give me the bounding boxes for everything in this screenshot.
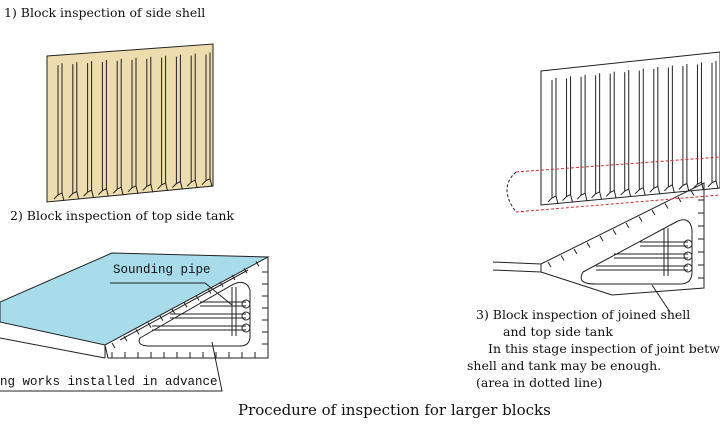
top-side-tank-block xyxy=(0,252,270,392)
step3-line5: (area in dotted line) xyxy=(476,375,603,390)
tick xyxy=(123,335,128,342)
stiffener-foot xyxy=(157,182,169,192)
side-shell-plate xyxy=(46,43,214,203)
step3-line1: 3) Block inspection of joined shell xyxy=(476,307,691,322)
stiffener-foot xyxy=(172,180,183,190)
tick xyxy=(690,190,695,196)
joined-block xyxy=(492,51,720,313)
pipes xyxy=(152,287,251,336)
joined-shell-stiffeners xyxy=(547,60,719,205)
joined-tank-outline xyxy=(492,182,705,296)
joined-shell-plate xyxy=(540,51,720,206)
tick xyxy=(651,209,656,216)
stiffener-foot xyxy=(201,177,213,187)
piping-works-leader xyxy=(0,341,223,392)
tick xyxy=(219,281,224,288)
step3-line4: shell and tank may be enough. xyxy=(467,358,662,373)
stiffener-foot xyxy=(620,188,632,198)
stiffener-foot xyxy=(127,185,139,194)
joint-area-outline xyxy=(506,171,517,213)
stiffener-foot xyxy=(678,182,690,192)
stiffener-foot xyxy=(83,189,95,199)
deck-plate xyxy=(0,252,270,346)
tick xyxy=(243,267,248,274)
tick xyxy=(612,229,617,235)
stiffener-foot xyxy=(591,191,603,200)
tank-stiffener-ticks xyxy=(111,261,268,358)
tick xyxy=(677,196,682,203)
figure-caption: Procedure of inspection for larger block… xyxy=(238,401,551,419)
joint-area-lower xyxy=(515,194,720,213)
hopper-plate xyxy=(119,269,249,341)
tick xyxy=(147,322,152,328)
step1-label: 1) Block inspection of side shell xyxy=(4,5,206,20)
step3-line3: In this stage inspection of joint betwe xyxy=(488,341,720,356)
tick xyxy=(638,216,643,222)
step2-label: 2) Block inspection of top side tank xyxy=(10,208,235,223)
tick xyxy=(547,261,552,268)
stiffener-foot xyxy=(98,187,109,197)
stiffener-foot xyxy=(707,180,719,189)
tick xyxy=(255,261,260,267)
step3-line2: and top side tank xyxy=(503,324,613,339)
tank-bottom-edge xyxy=(0,337,106,359)
stiffener-foot xyxy=(53,192,65,202)
tick xyxy=(111,342,116,349)
tick xyxy=(599,235,604,242)
joined-tank-ticks xyxy=(547,190,704,279)
tick xyxy=(195,295,200,301)
stiffener-foot xyxy=(693,181,704,191)
inner-web-frame xyxy=(138,281,251,347)
joined-pipes xyxy=(596,228,693,276)
piping-works-callout: ng works installed in advance xyxy=(0,375,218,389)
stiffener-foot xyxy=(547,195,559,205)
tick xyxy=(664,203,669,209)
tick xyxy=(135,329,140,335)
stiffener-foot xyxy=(649,185,661,195)
side-shell-stiffeners xyxy=(53,52,213,202)
joint-area-upper xyxy=(515,156,720,173)
sounding-pipe-callout: Sounding pipe xyxy=(113,263,211,277)
tick xyxy=(231,274,236,281)
joined-inner-web xyxy=(580,219,693,285)
stiffener-foot xyxy=(605,189,617,199)
side-shell-block xyxy=(46,43,214,203)
tick xyxy=(207,288,212,294)
stiffener-foot xyxy=(634,186,646,196)
stiffener-foot xyxy=(562,193,574,203)
stiffener-foot xyxy=(186,179,198,189)
tick xyxy=(159,315,164,322)
stiffener-foot xyxy=(142,183,154,193)
tick xyxy=(183,301,188,308)
tick xyxy=(560,255,565,261)
tick xyxy=(586,242,591,248)
tick xyxy=(171,308,176,315)
sounding-pipe-leader xyxy=(110,282,233,306)
stiffener-foot xyxy=(576,192,588,202)
tick xyxy=(573,248,578,255)
tick xyxy=(625,222,630,229)
joined-label-leader xyxy=(651,284,671,313)
stiffener-foot xyxy=(664,184,675,194)
stiffener-foot xyxy=(68,190,80,200)
stiffener-foot xyxy=(112,186,124,196)
